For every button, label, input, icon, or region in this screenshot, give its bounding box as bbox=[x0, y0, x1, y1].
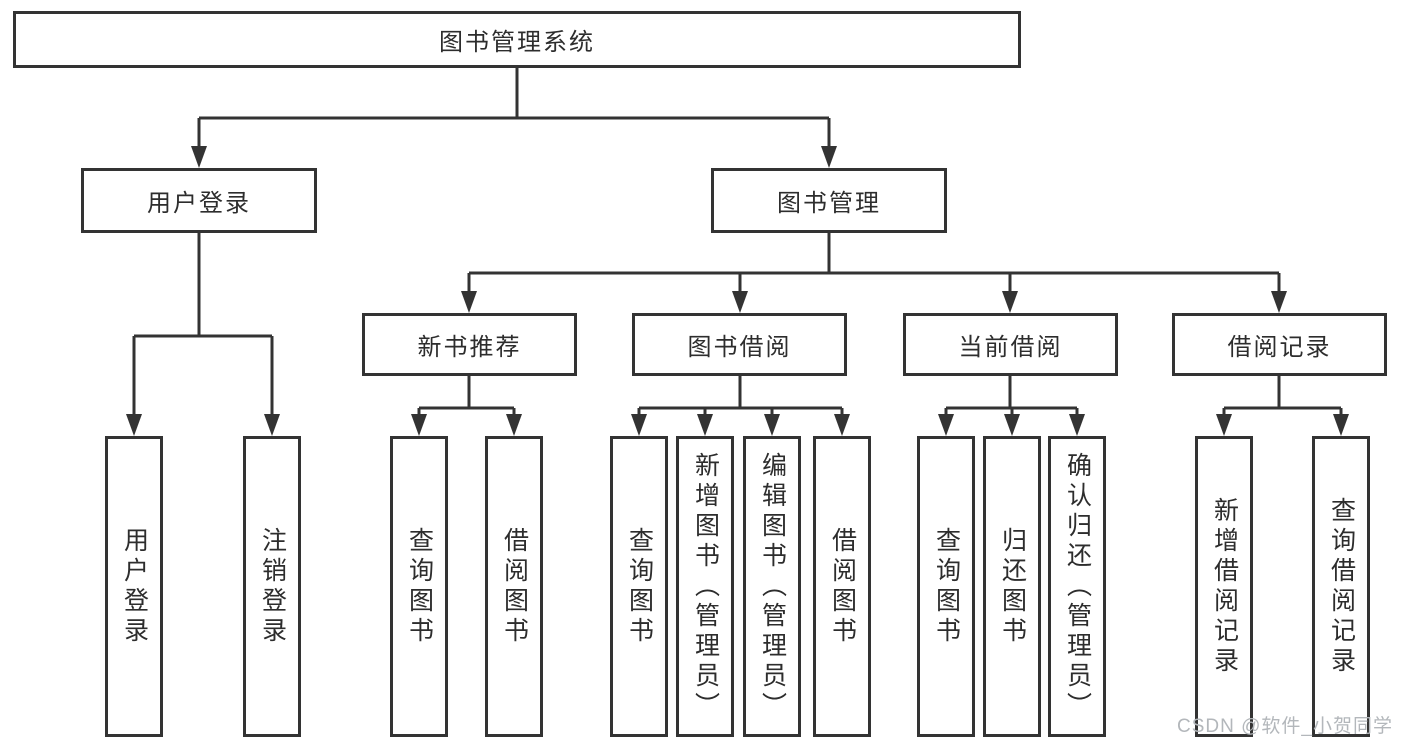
leaf-borrow-book-2: 借阅图书 bbox=[813, 436, 871, 737]
leaf-add-book-admin: 新增图书（管理员） bbox=[676, 436, 734, 737]
leaf-edit-book-admin: 编辑图书（管理员） bbox=[743, 436, 801, 737]
leaf-query-borrow-record: 查询借阅记录 bbox=[1312, 436, 1370, 737]
csdn-watermark: CSDN @软件_小贺同学 bbox=[1177, 716, 1393, 737]
node-label: 用户登录 bbox=[120, 526, 149, 647]
node-label: 借阅图书 bbox=[500, 526, 529, 647]
node-label: 当前借阅 bbox=[958, 334, 1063, 361]
node-label: 注销登录 bbox=[258, 526, 287, 647]
node-label: 查询图书 bbox=[405, 526, 434, 647]
node-label: 归还图书 bbox=[998, 526, 1027, 647]
node-label: 图书管理系统 bbox=[439, 29, 595, 56]
node-label: 图书管理 bbox=[777, 190, 881, 217]
node-borrow-record: 借阅记录 bbox=[1172, 313, 1387, 376]
node-user-login: 用户登录 bbox=[81, 168, 317, 233]
node-label: 新增借阅记录 bbox=[1210, 496, 1239, 677]
leaf-query-book-1: 查询图书 bbox=[390, 436, 448, 737]
node-book-management: 图书管理 bbox=[711, 168, 947, 233]
node-label: 查询图书 bbox=[932, 526, 961, 647]
leaf-query-book-3: 查询图书 bbox=[917, 436, 975, 737]
node-root-system: 图书管理系统 bbox=[13, 11, 1021, 68]
leaf-logout: 注销登录 bbox=[243, 436, 301, 737]
node-label: 新增图书（管理员） bbox=[691, 451, 720, 722]
leaf-borrow-book-1: 借阅图书 bbox=[485, 436, 543, 737]
node-label: 查询图书 bbox=[625, 526, 654, 647]
arrowheads bbox=[126, 146, 1349, 436]
leaf-query-book-2: 查询图书 bbox=[610, 436, 668, 737]
node-label: 编辑图书（管理员） bbox=[758, 451, 787, 722]
node-book-borrow: 图书借阅 bbox=[632, 313, 847, 376]
node-current-borrow: 当前借阅 bbox=[903, 313, 1118, 376]
leaf-user-login: 用户登录 bbox=[105, 436, 163, 737]
node-new-book-recommend: 新书推荐 bbox=[362, 313, 577, 376]
node-label: 查询借阅记录 bbox=[1327, 496, 1356, 677]
leaf-add-borrow-record: 新增借阅记录 bbox=[1195, 436, 1253, 737]
node-label: 借阅图书 bbox=[828, 526, 857, 647]
node-label: 确认归还（管理员） bbox=[1063, 451, 1092, 722]
node-label: 用户登录 bbox=[147, 190, 251, 217]
node-label: 新书推荐 bbox=[417, 334, 522, 361]
node-label: 借阅记录 bbox=[1227, 334, 1332, 361]
leaf-confirm-return-admin: 确认归还（管理员） bbox=[1048, 436, 1106, 737]
leaf-return-book: 归还图书 bbox=[983, 436, 1041, 737]
node-label: 图书借阅 bbox=[687, 334, 792, 361]
